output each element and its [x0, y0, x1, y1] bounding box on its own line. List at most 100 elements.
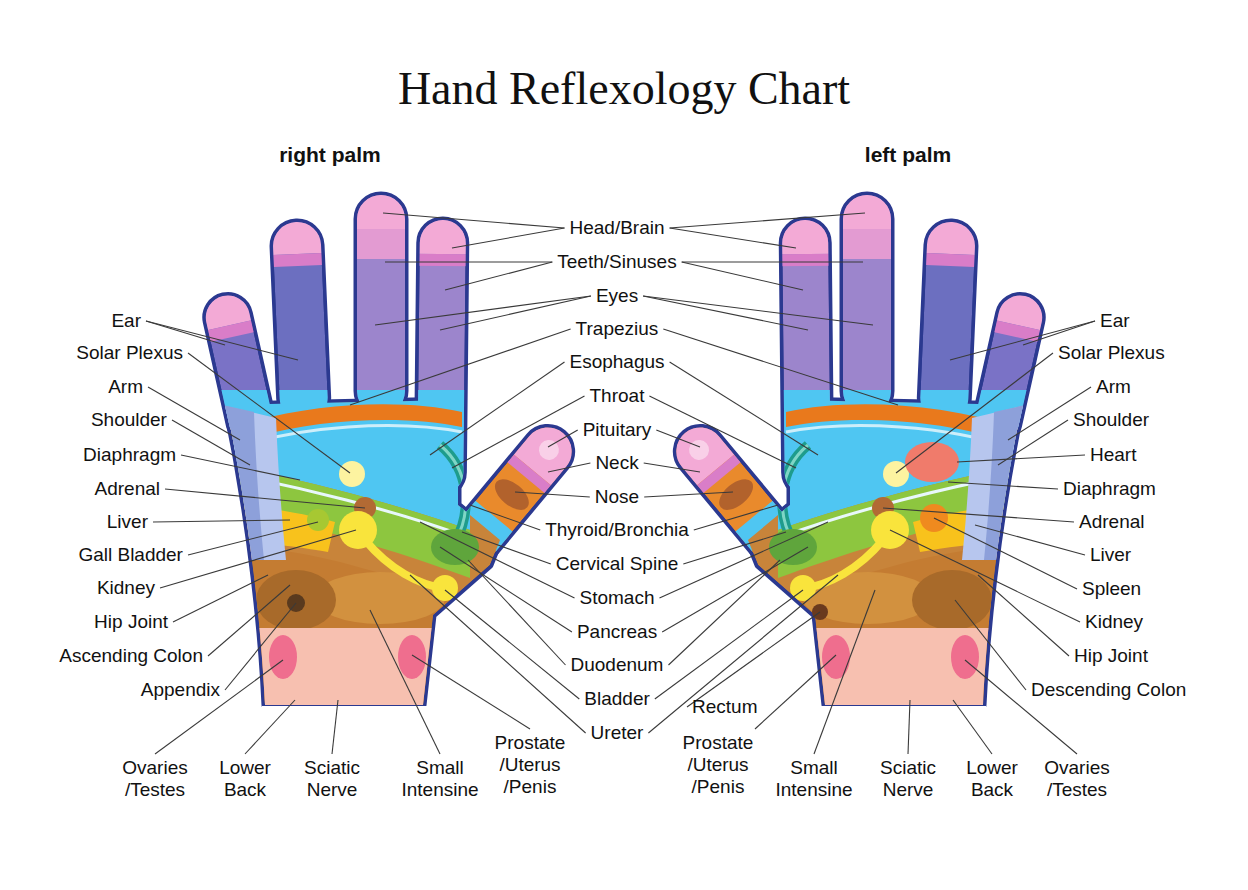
leader-line	[670, 228, 796, 248]
leader-line	[655, 590, 803, 699]
zone-label: Solar Plexus	[76, 342, 183, 364]
heart-zone	[905, 442, 959, 482]
zone-label: Teeth/Sinuses	[557, 251, 676, 273]
leader-line	[445, 590, 579, 699]
zone-label: Sciatic Nerve	[873, 757, 943, 801]
leader-line	[173, 575, 268, 622]
zone-label: Nose	[595, 486, 639, 508]
leader-line	[975, 525, 1085, 555]
leader-line	[644, 463, 700, 472]
zone-label: Gall Bladder	[78, 544, 183, 566]
leader-line	[188, 353, 350, 473]
leader-line	[955, 600, 1026, 690]
zone-label: Diaphragm	[1063, 478, 1156, 500]
leader-line	[908, 700, 910, 754]
zone-label: Diaphragm	[83, 444, 176, 466]
zone-label: Ovaries /Testes	[1040, 757, 1115, 801]
zone-label: Prostate /Uterus /Penis	[488, 732, 573, 798]
zone-label: Appendix	[141, 679, 220, 701]
leader-line	[160, 530, 356, 588]
leader-line	[350, 329, 571, 405]
leader-line	[670, 213, 865, 228]
zone-label: Ear	[111, 310, 141, 332]
leader-line	[682, 262, 803, 290]
leader-line	[370, 610, 440, 754]
leader-line	[245, 700, 295, 754]
leader-line	[181, 455, 300, 480]
leader-line	[515, 492, 590, 497]
zone-label: Arm	[1096, 376, 1131, 398]
zone-label: Duodenum	[571, 654, 664, 676]
zone-label: Shoulder	[1073, 409, 1149, 431]
palm-heading: left palm	[865, 144, 951, 166]
leader-line	[662, 547, 808, 632]
zone-label: Ovaries /Testes	[118, 757, 193, 801]
zone-label: Head/Brain	[570, 217, 665, 239]
leader-line	[978, 575, 1069, 656]
zone-label: Hip Joint	[1074, 645, 1148, 667]
leader-line	[643, 296, 873, 325]
zone-label: Pituitary	[583, 419, 652, 441]
zone-label: Hip Joint	[94, 611, 168, 633]
zone-label: Kidney	[1085, 611, 1143, 633]
leader-line	[890, 530, 1080, 622]
zone-label: Spleen	[1082, 578, 1141, 600]
zone-label: Ureter	[591, 722, 644, 744]
leader-line	[208, 585, 290, 656]
zone-label: Cervical Spine	[556, 553, 679, 575]
chart-title: Hand Reflexology Chart	[0, 64, 1248, 115]
leader-line	[814, 590, 875, 754]
leader-line	[643, 296, 808, 330]
leader-line	[445, 262, 552, 290]
leader-line	[412, 655, 530, 729]
leader-line	[452, 396, 585, 468]
zone-label: Esophagus	[570, 351, 665, 373]
zone-label: Bladder	[584, 688, 650, 710]
leader-line	[462, 532, 551, 564]
leader-line	[383, 213, 565, 228]
leader-line	[948, 482, 1058, 489]
leader-line	[172, 420, 250, 465]
leader-line	[663, 329, 898, 405]
leader-line	[965, 660, 1077, 754]
leader-line	[155, 660, 283, 754]
zone-label: Small Intensine	[769, 757, 859, 801]
leader-line	[188, 522, 318, 555]
zone-label: Eyes	[596, 285, 638, 307]
zone-label: Liver	[1090, 544, 1131, 566]
leader-line	[1023, 321, 1095, 345]
palm-heading: right palm	[279, 144, 381, 166]
right-palm-drawing	[192, 185, 593, 723]
leader-line	[896, 353, 1053, 473]
leader-line	[548, 430, 578, 447]
zone-label: Trapezius	[576, 318, 659, 340]
leader-line	[468, 560, 566, 665]
leader-line	[669, 560, 781, 665]
leader-line	[440, 296, 591, 330]
leader-line	[670, 362, 818, 455]
zone-label: Arm	[108, 376, 143, 398]
leader-line	[687, 612, 820, 707]
zone-label: Rectum	[692, 696, 757, 718]
leader-line	[755, 655, 836, 729]
leader-line	[332, 700, 338, 754]
leader-line	[957, 455, 1085, 462]
leader-line	[682, 261, 863, 262]
zone-label: Solar Plexus	[1058, 342, 1165, 364]
zone-label: Adrenal	[1079, 511, 1145, 533]
zone-label: Kidney	[97, 577, 155, 599]
zone-label: Prostate /Uterus /Penis	[676, 732, 761, 798]
zone-label: Neck	[595, 452, 638, 474]
zone-label: Descending Colon	[1031, 679, 1186, 701]
zone-label: Heart	[1090, 444, 1136, 466]
zone-label: Throat	[590, 385, 645, 407]
leader-line	[648, 575, 838, 733]
leader-line	[649, 396, 796, 468]
leader-line	[430, 362, 565, 455]
leader-line	[656, 430, 700, 447]
zone-label: Liver	[107, 511, 148, 533]
zone-label: Stomach	[580, 587, 655, 609]
